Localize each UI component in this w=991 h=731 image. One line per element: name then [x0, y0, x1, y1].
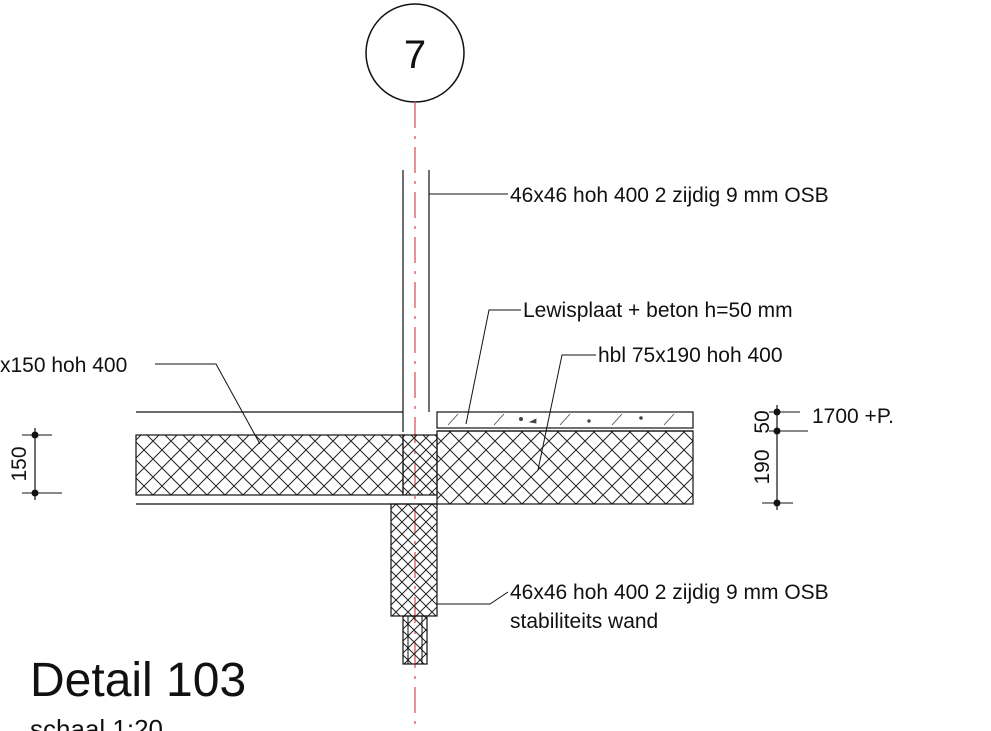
- label-wall-top: 46x46 hoh 400 2 zijdig 9 mm OSB: [510, 184, 829, 207]
- grid-label: 7: [404, 33, 426, 77]
- detail-title: Detail 103: [30, 654, 246, 707]
- leader-lines: [155, 193, 596, 605]
- dimension-left-value: 150: [8, 446, 31, 481]
- right-floor-assembly: [436, 411, 694, 505]
- dimension-right-bottom-value: 190: [751, 449, 774, 484]
- lower-wall: [390, 503, 438, 665]
- dimension-left: 150: [8, 428, 62, 500]
- left-floor-assembly: [135, 411, 437, 505]
- label-wall-bottom-line2: stabiliteits wand: [510, 610, 658, 633]
- label-floor-finish: Lewisplaat + beton h=50 mm: [523, 299, 793, 322]
- label-beam-right: hbl 75x190 hoh 400: [598, 344, 783, 367]
- dimension-right: 50 190 1700 +P.: [751, 405, 894, 510]
- upper-wall: [402, 170, 430, 432]
- grid-bubble: 7: [365, 3, 465, 103]
- dimension-right-top-value: 50: [751, 410, 774, 433]
- label-beam-left: x150 hoh 400: [0, 354, 127, 377]
- junction-block: [402, 434, 438, 496]
- level-marker-value: 1700 +P.: [812, 405, 894, 428]
- label-wall-bottom-line1: 46x46 hoh 400 2 zijdig 9 mm OSB: [510, 581, 829, 604]
- detail-scale: schaal 1:20: [30, 714, 163, 731]
